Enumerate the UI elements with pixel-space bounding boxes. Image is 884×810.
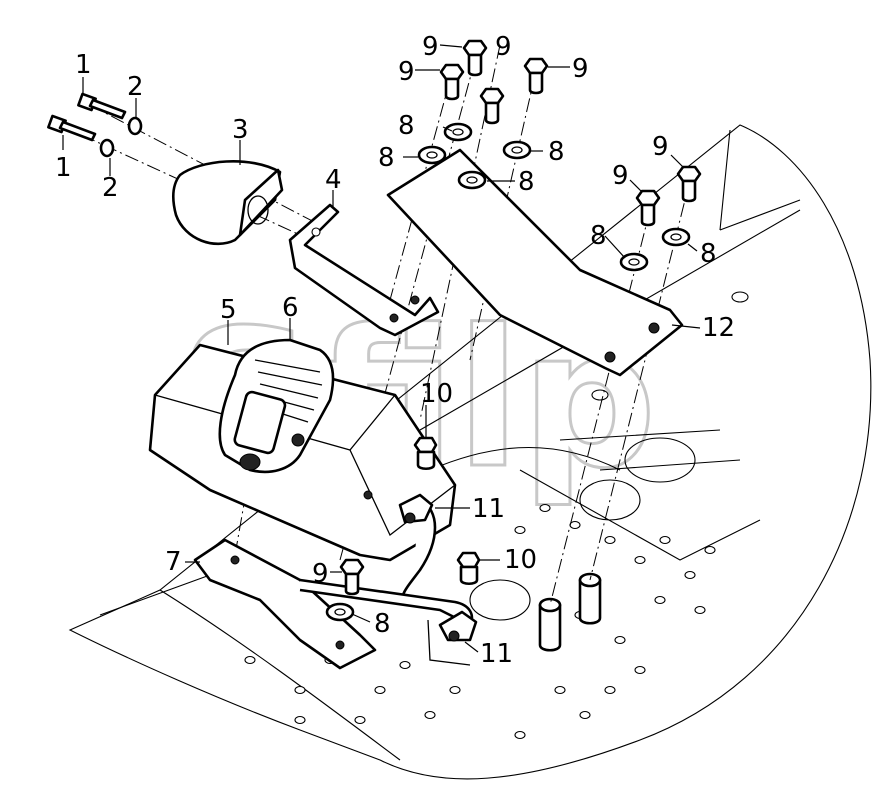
body-hole <box>449 685 461 695</box>
mounting-plate-7 <box>193 538 377 670</box>
callout-8-d: 8 <box>518 167 535 197</box>
lamp-housing-3 <box>172 160 284 246</box>
body-hole <box>659 535 671 545</box>
callout-9-g: 9 <box>312 559 329 589</box>
callout-5: 5 <box>220 295 237 325</box>
callout-1-lower: 1 <box>55 153 72 183</box>
nuts-10 <box>413 436 481 586</box>
bolt-9 <box>523 57 549 95</box>
leader-lines <box>62 44 701 653</box>
callout-9-a: 9 <box>422 32 439 62</box>
bolt-9 <box>339 558 365 596</box>
callout-8-c: 8 <box>548 137 565 167</box>
bolt-9 <box>676 165 702 203</box>
callout-8-e: 8 <box>590 221 607 251</box>
body-hole <box>244 655 256 665</box>
callout-11-a: 11 <box>472 494 505 524</box>
callout-11-b: 11 <box>480 639 513 669</box>
callout-10-a: 10 <box>420 379 453 409</box>
body-hole <box>374 685 386 695</box>
body-hole <box>354 715 366 725</box>
body-hole <box>614 635 626 645</box>
work-light-6 <box>218 338 335 474</box>
body-hole <box>604 685 616 695</box>
callout-8-g: 8 <box>374 609 391 639</box>
body-hole <box>399 660 411 670</box>
body-holes <box>244 503 716 740</box>
callout-9-f: 9 <box>612 161 629 191</box>
washer-2-lower <box>99 138 115 158</box>
body-hole <box>514 730 526 740</box>
vehicle-body-panel <box>68 124 872 780</box>
clips-11 <box>398 493 478 642</box>
bolts-9 <box>339 39 702 596</box>
callout-labels: 1 1 2 2 3 4 5 6 7 8 8 8 8 8 8 8 9 9 9 9 … <box>55 32 735 669</box>
callout-12: 12 <box>702 313 735 343</box>
body-hole <box>294 685 306 695</box>
body-hole <box>654 595 666 605</box>
callout-8-a: 8 <box>398 111 415 141</box>
body-hole <box>294 715 306 725</box>
bracket-4 <box>288 203 440 337</box>
bolt-9 <box>439 63 465 101</box>
callout-8-f: 8 <box>700 239 717 269</box>
callout-4: 4 <box>325 165 342 195</box>
callout-6: 6 <box>282 293 299 323</box>
bolt-9 <box>635 189 661 227</box>
bolt-1-lower <box>47 114 97 142</box>
callout-2-lower: 2 <box>102 173 119 203</box>
body-hole <box>569 520 581 530</box>
callout-9-d: 9 <box>572 54 589 84</box>
callout-2-upper: 2 <box>127 72 144 102</box>
body-hole <box>634 555 646 565</box>
body-hole <box>704 545 716 555</box>
callout-9-b: 9 <box>495 32 512 62</box>
body-hole <box>424 710 436 720</box>
callout-3: 3 <box>232 115 249 145</box>
body-hole <box>539 503 551 513</box>
body-hole <box>579 710 591 720</box>
body-hole <box>604 535 616 545</box>
bracket-12 <box>386 148 684 377</box>
washers-8 <box>325 122 691 622</box>
callout-10-b: 10 <box>504 545 537 575</box>
standoff-posts <box>538 572 602 652</box>
callout-9-e: 9 <box>652 132 669 162</box>
callout-9-c: 9 <box>398 57 415 87</box>
callout-1-upper: 1 <box>75 50 92 80</box>
body-hole <box>514 525 526 535</box>
washer-2-upper <box>127 116 143 136</box>
body-hole <box>694 605 706 615</box>
body-hole <box>634 665 646 675</box>
bolt-9 <box>479 87 505 125</box>
body-hole <box>554 685 566 695</box>
callout-7: 7 <box>165 547 182 577</box>
bolt-9 <box>462 39 488 77</box>
callout-8-b: 8 <box>378 143 395 173</box>
bolt-1-upper <box>77 92 127 120</box>
body-hole <box>684 570 696 580</box>
